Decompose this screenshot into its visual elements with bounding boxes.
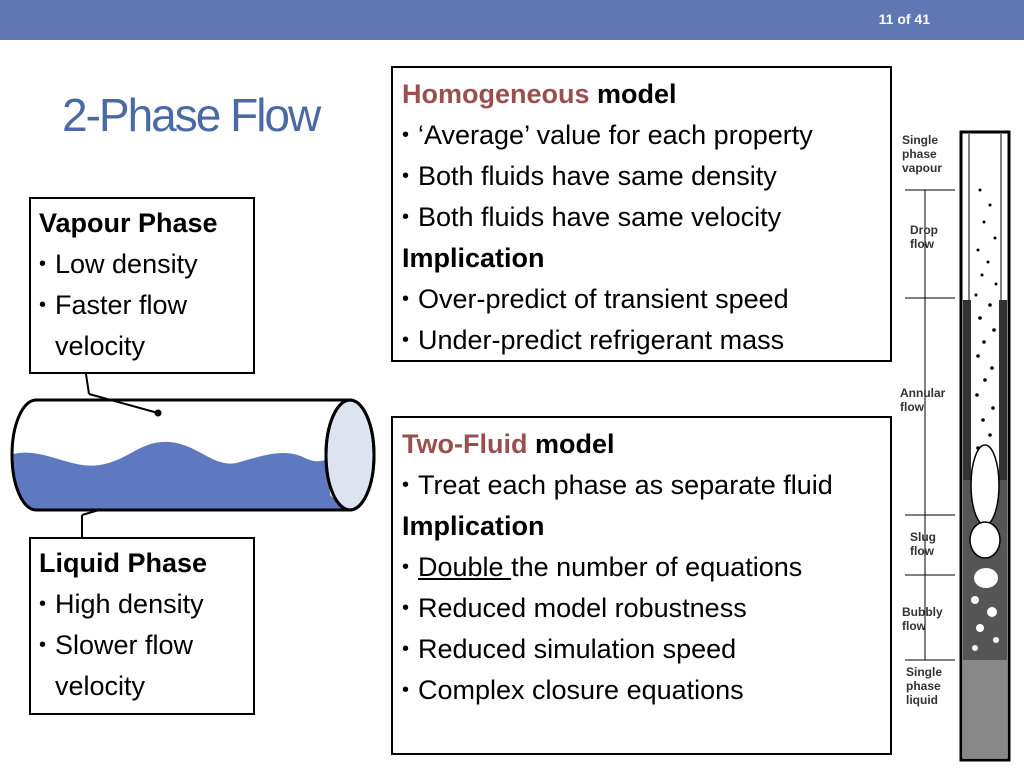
vapour-heading: Vapour Phase [39, 208, 218, 238]
list-item: •Reduced simulation speed [402, 634, 737, 664]
implication-heading: Implication [402, 511, 545, 541]
page-indicator: 11 of 41 [878, 11, 930, 27]
list-item: •Over-predict of transient speed [402, 284, 789, 314]
list-item: •Slower flow velocity [39, 630, 194, 701]
vapour-callout-dot [154, 409, 162, 417]
liquid-heading: Liquid Phase [39, 548, 208, 578]
list-item: •Reduced model robustness [402, 593, 747, 623]
list-item: •Both fluids have same density [402, 161, 777, 191]
list-item: •Under-predict refrigerant mass [402, 325, 785, 355]
list-item: •‘Average’ value for each property [402, 120, 813, 150]
homogeneous-model-box: Homogeneous model •‘Average’ value for e… [391, 66, 892, 362]
slide-title: 2-Phase Flow [62, 89, 321, 141]
two-fluid-model-box: Two-Fluid model •Treat each phase as sep… [391, 416, 892, 755]
liquid-fill [12, 441, 350, 510]
list-item: •Double the number of equations [402, 552, 803, 582]
list-item: •Low density [39, 249, 198, 279]
vapour-callout-line [85, 373, 90, 395]
drops [974, 188, 998, 450]
list-item: •High density [39, 589, 204, 619]
header-bar: 11 of 41 [0, 0, 1024, 40]
list-item: •Both fluids have same velocity [402, 202, 782, 232]
liquid-phase-box: Liquid Phase •High density •Slower flow … [29, 537, 255, 715]
list-item: •Complex closure equations [402, 675, 744, 705]
slug-bubble [970, 444, 1000, 526]
homogeneous-heading: Homogeneous model [402, 79, 677, 109]
list-item: •Treat each phase as separate fluid [402, 470, 833, 500]
list-item: •Faster flow velocity [39, 290, 188, 361]
vapour-phase-box: Vapour Phase •Low density •Faster flow v… [29, 197, 255, 374]
implication-heading: Implication [402, 243, 545, 273]
two-fluid-heading: Two-Fluid model [402, 429, 615, 459]
